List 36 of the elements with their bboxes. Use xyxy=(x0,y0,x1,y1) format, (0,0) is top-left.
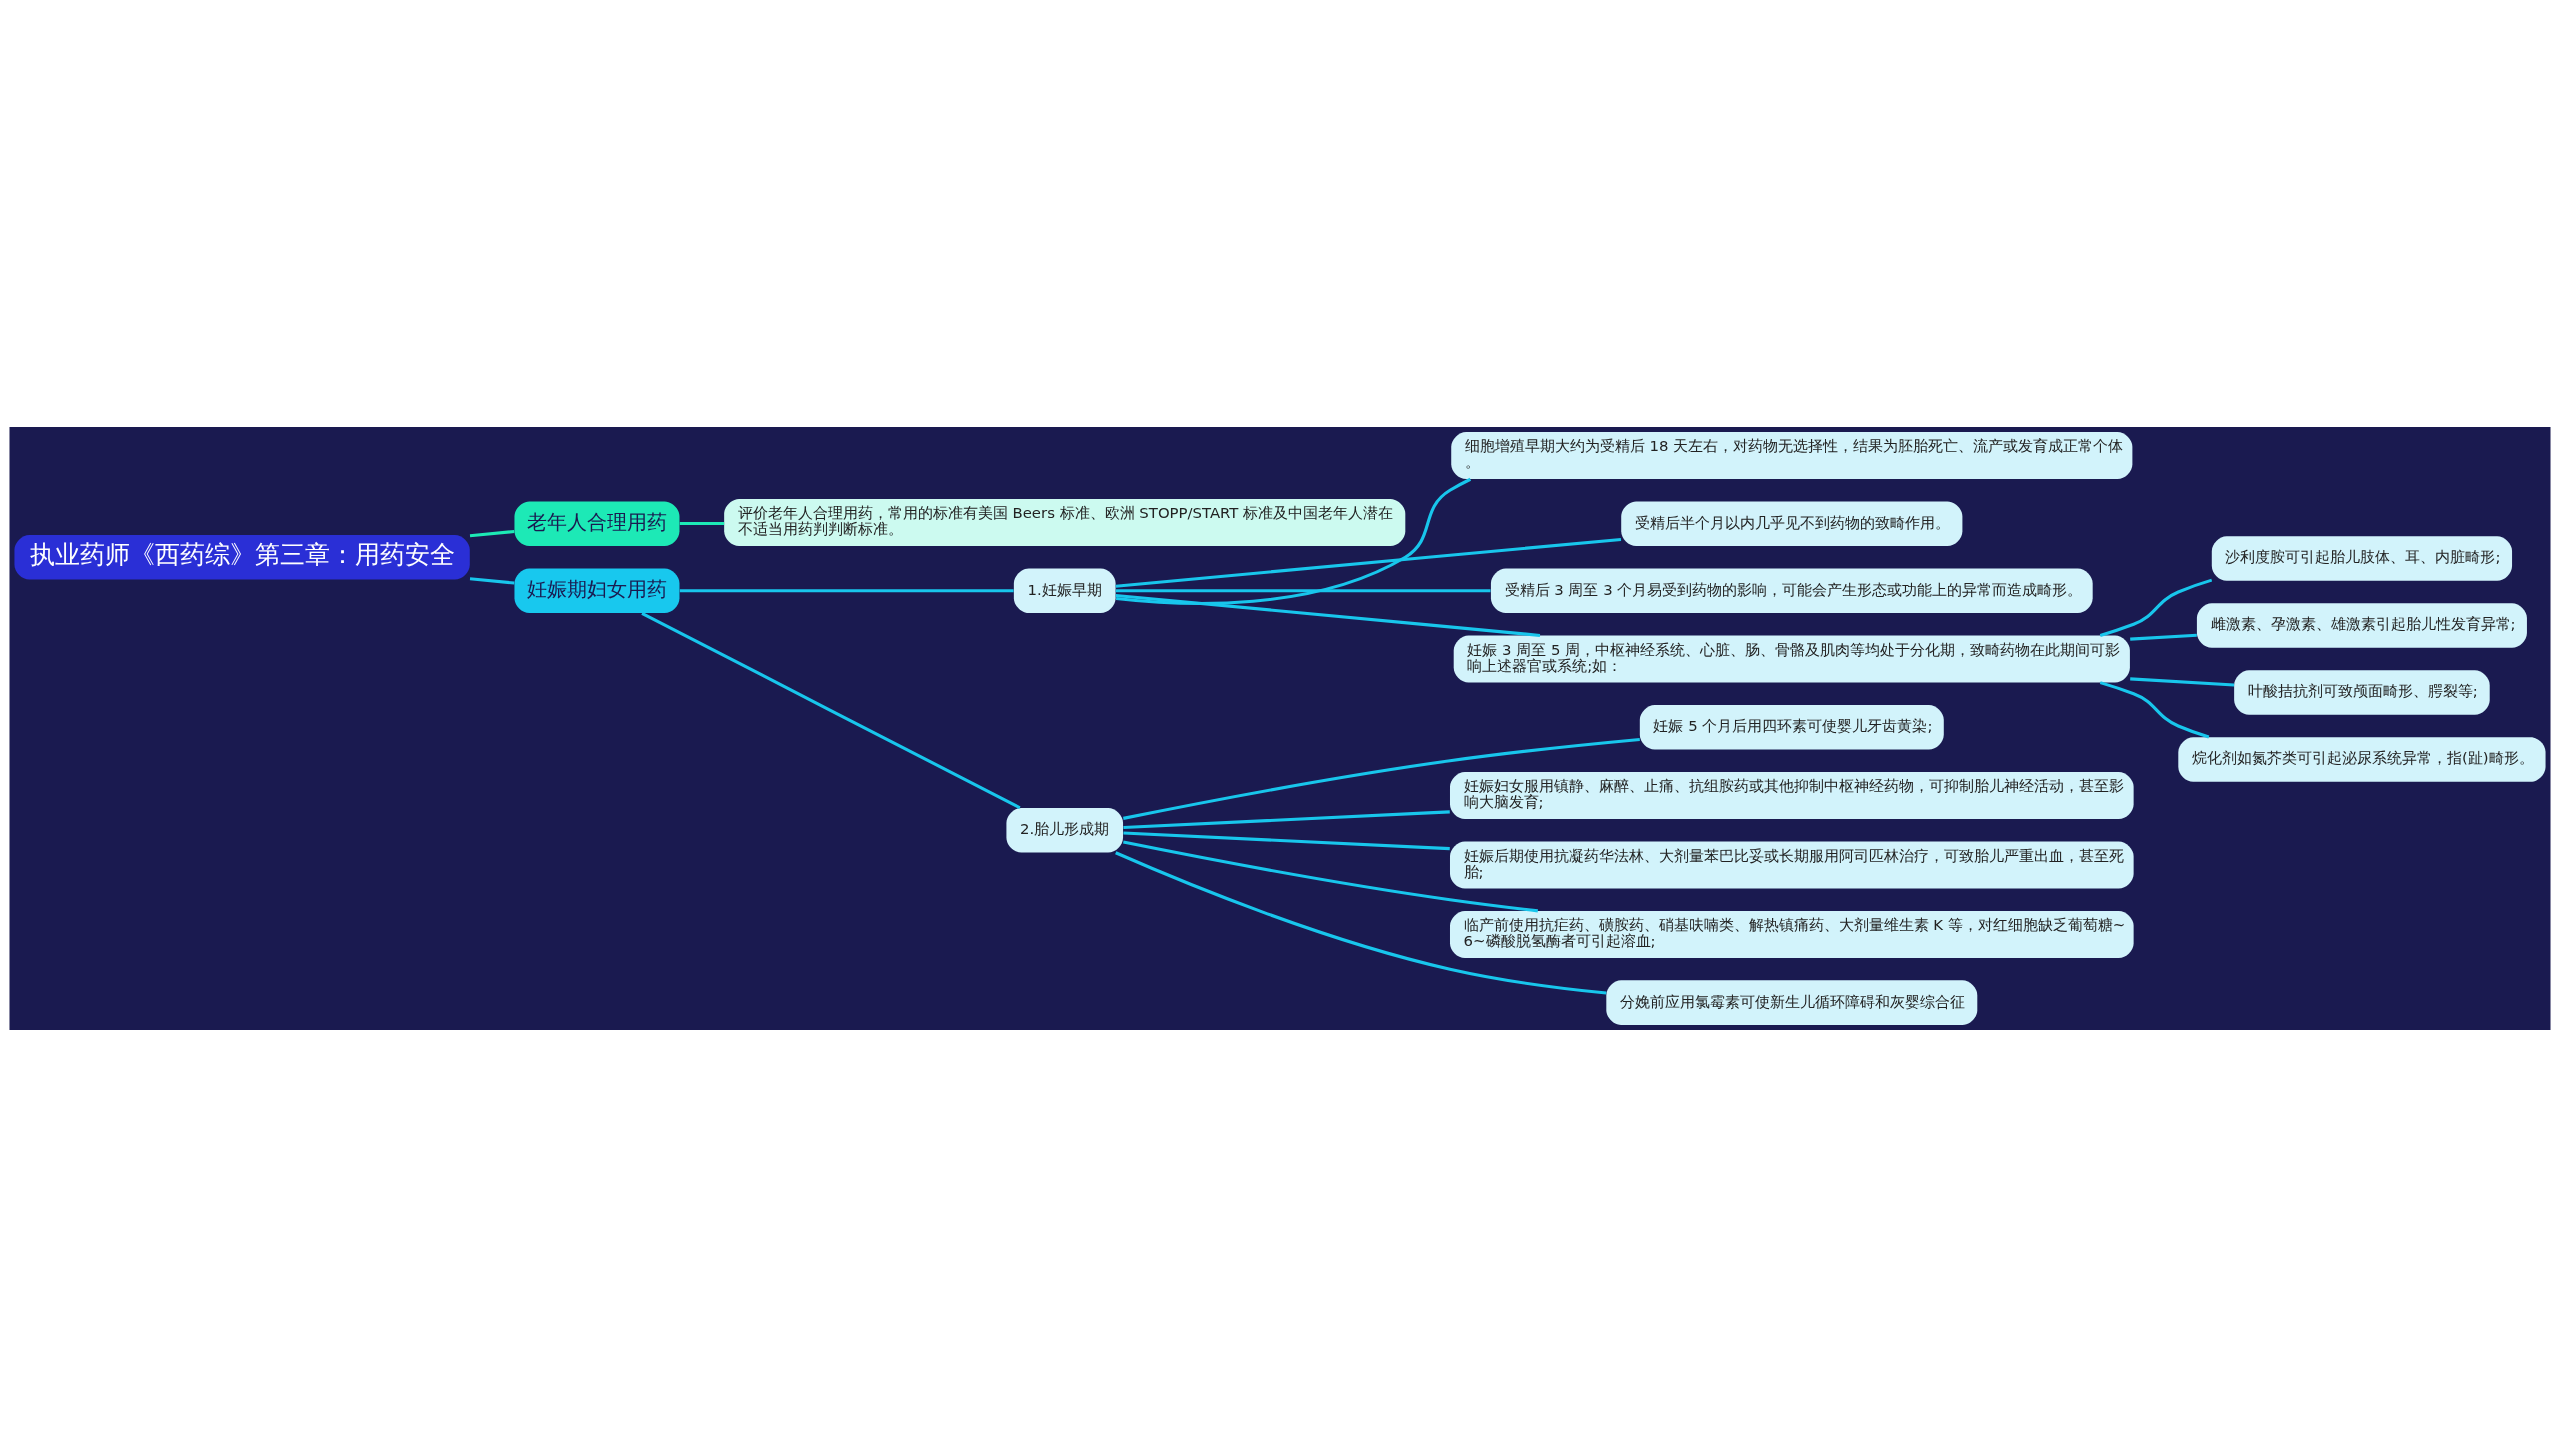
connector xyxy=(469,576,515,585)
connector xyxy=(1115,593,1541,637)
node-box: 评价老年人合理用药，常用的标准有美国 Beers 标准、欧洲 STOPP/START 标准及中国老年人潜在不适当用药判判断标准。 xyxy=(724,498,1406,546)
node-box: 受精后半个月以内几乎见不到药物的致畸作用。 xyxy=(1621,500,1963,546)
connector xyxy=(2099,680,2210,739)
node-box: 1.妊娠早期 xyxy=(1013,567,1116,613)
node-box: 烷化剂如氮芥类可引起泌尿系统异常，指(趾)畸形。 xyxy=(2178,736,2546,782)
connector xyxy=(469,529,515,537)
connector xyxy=(1115,588,1491,592)
connector xyxy=(1115,477,1472,605)
node-box: 妊娠期妇女用药 xyxy=(514,567,680,613)
node-box: 执业药师《西药综》第三章：用药安全 xyxy=(14,534,470,580)
node-box: 叶酸拮抗剂可致颅面畸形、腭裂等; xyxy=(2234,669,2490,715)
connector xyxy=(1115,537,1622,588)
node-box: 妊娠后期使用抗凝药华法林、大剂量苯巴比妥或长期服用阿司匹林治疗，可致胎儿严重出血，甚至死胎; xyxy=(1450,840,2134,889)
node-box: 临产前使用抗疟药、磺胺药、硝基呋喃类、解热镇痛药、大剂量维生素 K 等，对红细胞缺乏葡萄糖~6~磷酸脱氢酶者可引起溶血; xyxy=(1450,910,2134,958)
node-box: 妊娠 3 周至 5 周，中枢神经系统、心脏、肠、骨骼及肌肉等均处于分化期，致畸药物在此期间可影响上述器官或系统;如： xyxy=(1453,634,2130,683)
connector xyxy=(2099,578,2213,637)
connector xyxy=(2130,633,2197,641)
node-box: 2.胎儿形成期 xyxy=(1006,807,1124,853)
node-box: 老年人合理用药 xyxy=(514,500,680,546)
node-box: 妊娠 5 个月后用四环素可使婴儿牙齿黄染; xyxy=(1639,704,1944,750)
node-box: 妊娠妇女服用镇静、麻醉、止痛、抗组胺药或其他抑制中枢神经药物，可抑制胎儿神经活动，甚至影响大脑发育; xyxy=(1450,771,2134,819)
node-box: 细胞增殖早期大约为受精后 18 天左右，对药物无选择性，结果为胚胎死亡、流产或发育成正常个体。 xyxy=(1451,431,2133,479)
connector xyxy=(1123,737,1640,820)
connector xyxy=(1123,809,1450,829)
connector xyxy=(679,521,725,525)
connector xyxy=(1123,830,1450,850)
node-box: 雌激素、孕激素、雄激素引起胎儿性发育异常; xyxy=(2196,602,2527,648)
node-box: 受精后 3 周至 3 个月易受到药物的影响，可能会产生形态或功能上的异常而造成畸形。 xyxy=(1490,567,2093,613)
connector xyxy=(2130,676,2235,687)
connector xyxy=(679,588,1014,592)
node-box: 沙利度胺可引起胎儿肢体、耳、内脏畸形; xyxy=(2211,535,2513,581)
node-box: 分娩前应用氯霉素可使新生儿循环障碍和灰婴综合征 xyxy=(1606,979,1978,1025)
connector xyxy=(1115,850,1607,995)
connector xyxy=(641,611,1021,809)
